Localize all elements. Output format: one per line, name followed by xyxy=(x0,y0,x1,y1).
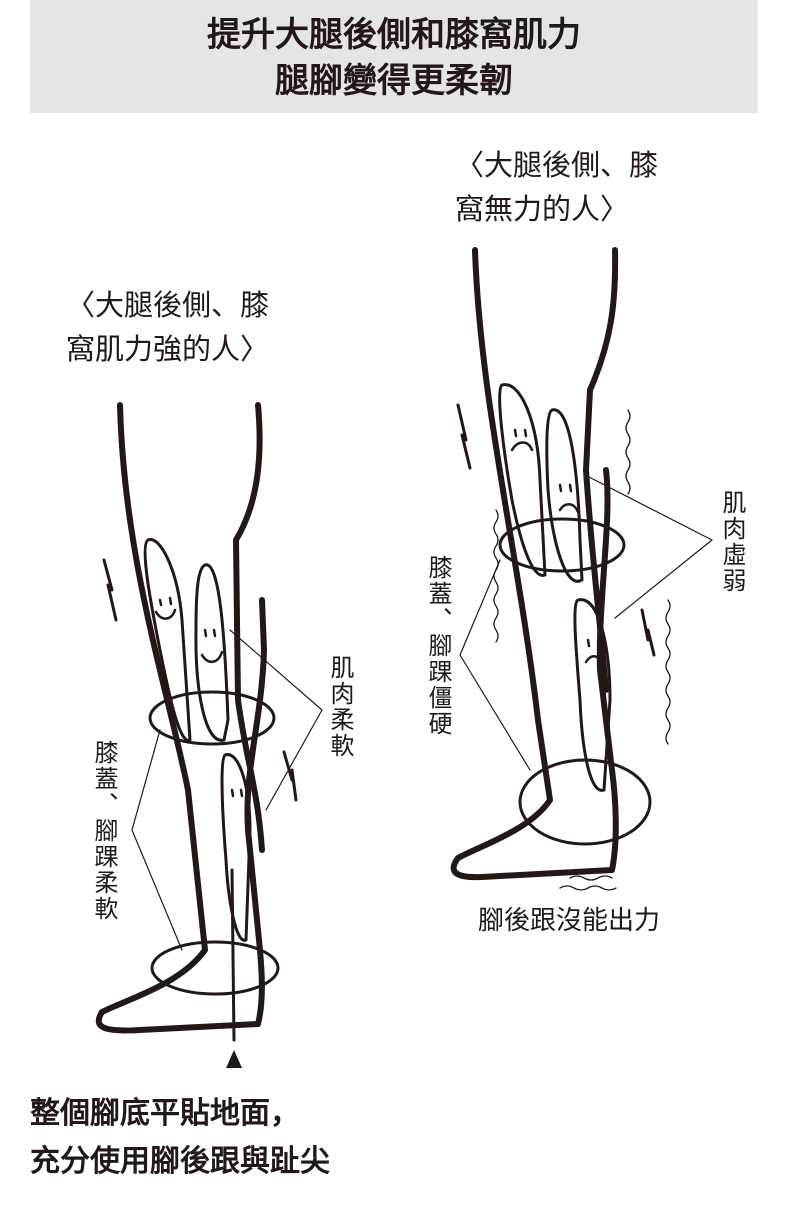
left-motion-lines xyxy=(102,558,298,802)
title-line2: 腿腳變得更柔韌 xyxy=(275,61,513,101)
right-motion-lines xyxy=(456,403,656,657)
caption-line2: 充分使用腳後跟與趾尖 xyxy=(30,1144,330,1179)
right-wavy-lines xyxy=(493,409,671,891)
right-leg xyxy=(450,247,619,881)
left-heading-line2: 窩肌力強的人〉 xyxy=(66,332,270,366)
right-heading-line2: 窩無力的人〉 xyxy=(455,192,630,226)
down-arrow-icon xyxy=(226,1050,242,1068)
left-muscle-label: 肌肉柔軟 xyxy=(326,655,354,759)
right-pointer-lines xyxy=(459,474,713,771)
right-muscles xyxy=(498,383,612,792)
left-joint-label: 膝蓋、腳踝柔軟 xyxy=(90,740,118,922)
right-heel-label: 腳後跟沒能出力 xyxy=(478,906,661,936)
right-circles xyxy=(498,517,652,846)
left-heading-line1: 〈大腿後側、膝 xyxy=(66,288,270,322)
title-line1: 提升大腿後側和膝窩肌力 xyxy=(207,15,581,55)
left-circles xyxy=(148,690,280,996)
right-muscle-label: 肌肉虛弱 xyxy=(718,490,746,594)
title-banner: 提升大腿後側和膝窩肌力 腿腳變得更柔韌 xyxy=(30,0,758,113)
caption-line1: 整個腳底平貼地面， xyxy=(30,1096,300,1131)
right-joint-label: 膝蓋、腳踝僵硬 xyxy=(424,555,452,737)
left-pointer-lines xyxy=(131,629,323,951)
left-muscles xyxy=(143,538,252,1042)
right-heading-line1: 〈大腿後側、膝 xyxy=(455,148,659,182)
